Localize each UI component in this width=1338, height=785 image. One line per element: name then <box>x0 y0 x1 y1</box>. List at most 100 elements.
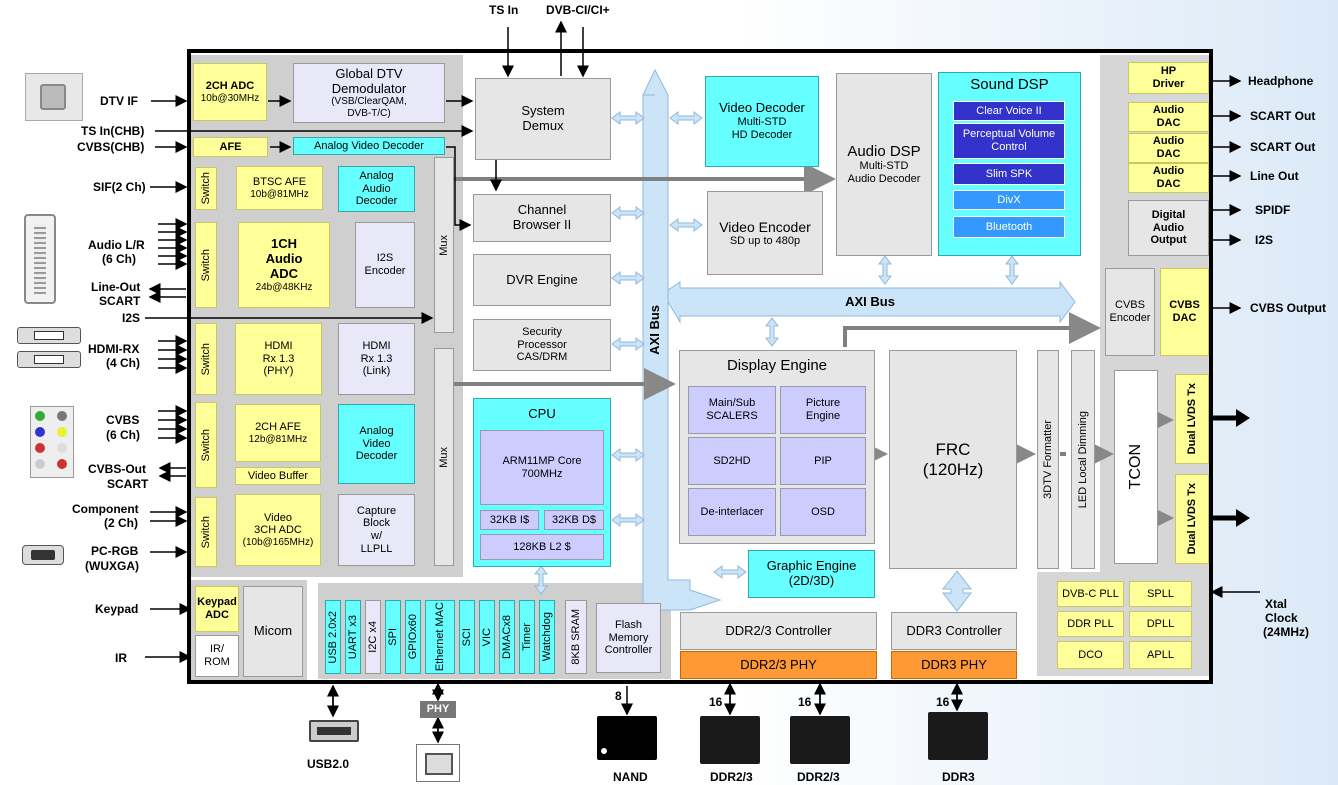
block-tcon: TCON <box>1114 370 1158 564</box>
block-afe: AFE <box>193 137 268 157</box>
block-analog-video-decoder-top: Analog Video Decoder <box>293 137 445 155</box>
block-dpll: DPLL <box>1129 611 1192 637</box>
block-ethernet-phy: PHY <box>420 701 456 718</box>
label-hdmi-ch: (4 Ch) <box>106 356 140 370</box>
label-xtal: Xtal <box>1265 597 1288 611</box>
label-cvbs-output: CVBS Output <box>1250 301 1326 315</box>
block-divx: DivX <box>953 190 1065 210</box>
block-ddr-pll: DDR PLL <box>1057 611 1124 637</box>
label-ts-in-chb: TS In(CHB) <box>81 124 145 138</box>
periph-vic: VIC <box>479 600 495 674</box>
label-line-out-right: Line Out <box>1250 169 1299 183</box>
label-nand: NAND <box>613 770 648 784</box>
periph-i2c: I2C x4 <box>365 600 381 674</box>
label-axi-bus-vertical: AXI Bus <box>646 305 662 355</box>
label-audio-lr: Audio L/R <box>88 238 145 252</box>
label-cvbs-ch: (6 Ch) <box>106 428 140 442</box>
tuner-icon <box>25 73 83 121</box>
periph-usb: USB 2.0x2 <box>325 600 341 674</box>
label-cvbs-out: CVBS-Out <box>88 462 146 476</box>
label-clock: Clock <box>1265 611 1298 625</box>
label-cvbs-chb: CVBS(CHB) <box>77 140 145 154</box>
label-clock-freq: (24MHz) <box>1263 625 1310 639</box>
label-keypad: Keypad <box>95 602 139 616</box>
label-hdmi-rx: HDMI-RX <box>88 342 140 356</box>
block-dco: DCO <box>1057 641 1124 669</box>
label-i2s: I2S <box>122 311 141 325</box>
nand-chip-icon <box>597 716 657 760</box>
label-cvbs: CVBS <box>106 413 140 427</box>
block-lvds-tx-2: Dual LVDS Tx <box>1175 474 1209 564</box>
block-picture-engine: Picture Engine <box>780 386 866 434</box>
block-pip: PIP <box>780 437 866 485</box>
block-mux-video: Mux <box>434 348 454 566</box>
label-bus-16-b: 16 <box>798 695 812 709</box>
block-switch-cvbs: Switch <box>195 402 217 488</box>
block-ir-rom: IR/ROM <box>195 635 239 677</box>
vga-port-icon <box>22 545 64 565</box>
label-headphone: Headphone <box>1248 74 1314 88</box>
block-lvds-tx-1: Dual LVDS Tx <box>1175 374 1209 464</box>
label-ir: IR <box>115 651 127 665</box>
block-apll: APLL <box>1129 641 1192 669</box>
block-video-buffer: Video Buffer <box>235 467 321 485</box>
ddr-chip-icon <box>928 712 988 760</box>
label-ddr23-b: DDR2/3 <box>797 770 840 784</box>
label-line-out: Line-Out <box>91 280 141 294</box>
usb-connector-icon <box>309 720 359 742</box>
label-axi-bus-horizontal: AXI Bus <box>845 293 895 309</box>
label-dvb-ci: DVB-CI/CI+ <box>546 3 610 17</box>
block-icache: 32KB I$ <box>480 510 539 530</box>
block-graphic-engine: Graphic Engine(2D/3D) <box>748 550 875 598</box>
block-switch-audio: Switch <box>195 222 217 308</box>
block-switch-component: Switch <box>195 497 217 567</box>
rca-jacks-icon <box>30 406 74 478</box>
label-component-ch: (2 Ch) <box>104 516 138 530</box>
block-frc: FRC(120Hz) <box>889 350 1017 569</box>
block-switch-sif: Switch <box>195 167 217 210</box>
block-slim-spk: Slim SPK <box>953 163 1065 185</box>
block-perceptual-volume: Perceptual Volume Control <box>953 123 1065 159</box>
label-scart-1: SCART <box>99 294 141 308</box>
ethernet-port-icon <box>416 744 460 782</box>
block-3dtv-formatter: 3DTV Formatter <box>1037 350 1059 569</box>
block-dvr-engine: DVR Engine <box>473 254 611 306</box>
label-component: Component <box>72 502 139 516</box>
hdmi-port-icon <box>17 327 81 344</box>
ddr-chip-icon <box>700 716 760 764</box>
label-ddr23-a: DDR2/3 <box>710 770 753 784</box>
block-sd2hd: SD2HD <box>688 437 776 485</box>
block-osd: OSD <box>780 488 866 536</box>
label-ddr3: DDR3 <box>942 770 975 784</box>
label-sif: SIF(2 Ch) <box>93 180 146 194</box>
label-bus-8: 8 <box>615 689 622 703</box>
label-spidf: SPIDF <box>1255 203 1291 217</box>
label-dtv-if: DTV IF <box>100 94 138 108</box>
block-switch-hdmi: Switch <box>195 323 217 395</box>
block-spll: SPLL <box>1129 581 1192 607</box>
label-scart-out-2: SCART Out <box>1250 140 1316 154</box>
block-ddr23-controller: DDR2/3 Controller <box>680 612 877 650</box>
periph-uart: UART x3 <box>345 600 361 674</box>
label-scart-2: SCART <box>107 477 149 491</box>
